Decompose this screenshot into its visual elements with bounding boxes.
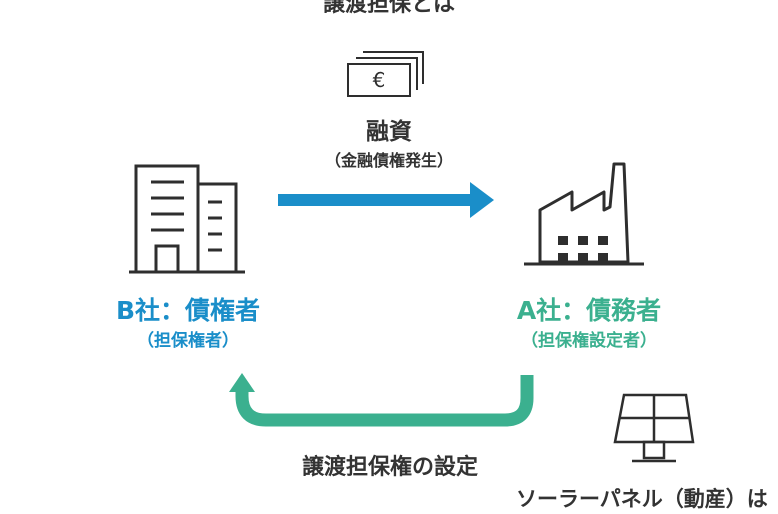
collateral-label: ソーラーパネル（動産）は: [516, 487, 768, 511]
creditor-sub: （担保権者）: [137, 331, 239, 351]
transfer-arrow: [229, 373, 534, 427]
debtor-role: A社：債務者: [516, 296, 662, 325]
transfer-label: 譲渡担保権の設定: [301, 455, 478, 480]
factory-icon: [524, 162, 644, 266]
loan-sublabel: （金融債権発生）: [324, 151, 453, 170]
solar-panel-icon: [613, 393, 695, 463]
office-building-icon: [129, 164, 245, 274]
loan-label: 融資: [366, 119, 412, 145]
loan-arrow: [278, 182, 494, 218]
diagram-title: 譲渡担保とは: [322, 0, 455, 17]
euro-banknote-icon: €: [347, 51, 424, 97]
svg-text:€: €: [373, 68, 386, 92]
creditor-role: B社：債権者: [115, 296, 261, 325]
debtor-sub: （担保権設定者）: [521, 331, 657, 351]
